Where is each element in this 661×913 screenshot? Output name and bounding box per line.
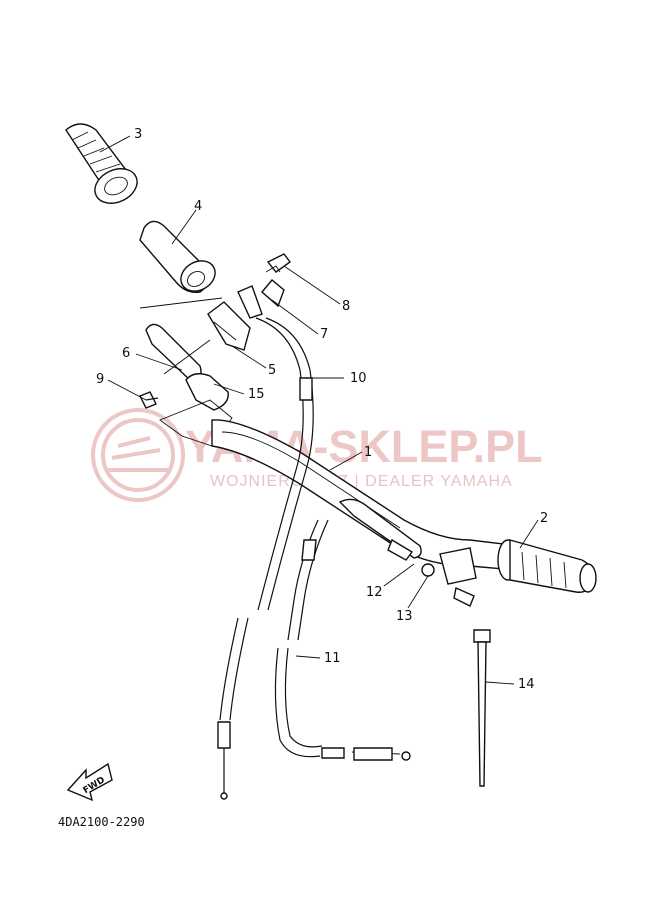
part-3-grip-left (65, 123, 138, 204)
diagram-code: 4DA2100-2290 (58, 815, 145, 829)
part-1-handlebar (211, 419, 521, 585)
part-14-cable-tie (473, 629, 491, 787)
callout-9: 9 (96, 372, 104, 387)
part-13-bolt (421, 563, 475, 607)
callout-8: 8 (342, 299, 350, 314)
callouts: 3 4 8 7 5 6 15 9 10 1 2 12 13 11 14 (96, 127, 548, 692)
callout-12: 12 (366, 585, 383, 600)
callout-13: 13 (396, 609, 413, 624)
callout-10: 10 (350, 371, 367, 386)
callout-1: 1 (364, 445, 372, 460)
callout-5: 5 (268, 363, 276, 378)
watermark-subtitle: WOJNIEROWICZ | DEALER YAMAHA (210, 473, 513, 490)
leader-lines (99, 135, 539, 685)
part-9-screw (139, 391, 159, 409)
part-11-cable (274, 519, 411, 761)
callout-4: 4 (194, 199, 202, 214)
callout-11: 11 (324, 651, 341, 666)
part-7-clamp (237, 279, 285, 319)
callout-15: 15 (248, 387, 265, 402)
fwd-arrow-icon: FWD (66, 762, 113, 802)
part-2-grip-right (497, 539, 597, 593)
part-8-adjuster (265, 253, 291, 273)
part-12-perch (338, 498, 422, 561)
part-5-throttle-housing (207, 301, 251, 351)
callout-2: 2 (540, 511, 548, 526)
callout-3: 3 (134, 127, 142, 142)
watermark-logo (91, 408, 185, 502)
callout-7: 7 (320, 327, 328, 342)
part-15-housing (185, 373, 229, 411)
callout-6: 6 (122, 346, 130, 361)
part-4-throttle-grip (139, 220, 216, 293)
part-10-throttle-cable (217, 317, 314, 800)
callout-14: 14 (518, 677, 535, 692)
